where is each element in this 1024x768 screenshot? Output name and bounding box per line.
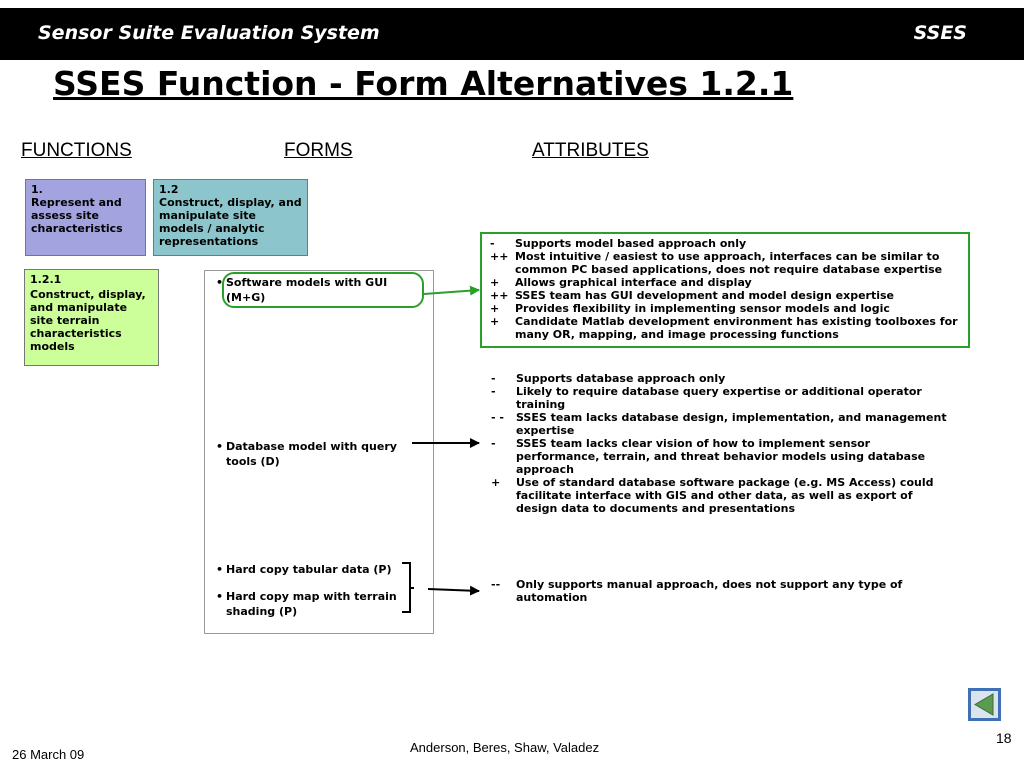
attribute-text: Most intuitive / easiest to use approach… [515,250,943,276]
gui-highlight-oval [222,272,424,308]
attribute-row: - Likely to require database query expert… [491,385,951,411]
slide-title: SSES Function - Form Alternatives 1.2.1 [53,64,794,103]
form-text: Hard copy map with terrain shading (P) [226,590,397,618]
attribute-symbol: - [490,237,495,250]
function-number: 1.2.1 [30,273,62,286]
attribute-row: + Use of standard database software packa… [491,476,951,515]
form-text: Hard copy tabular data (P) [226,563,392,576]
attribute-symbol: + [490,302,500,315]
back-triangle-icon [971,691,998,718]
bullet-icon: • [216,590,224,603]
attribute-text: Supports model based approach only [515,237,747,250]
attribute-text: Only supports manual approach, does not … [516,578,903,604]
function-text: Construct, display, and manipulate site … [159,196,302,248]
bullet-icon: • [216,440,224,453]
attribute-row: - Supports model based approach only [490,237,965,250]
header-bar: Sensor Suite Evaluation System SSES [0,8,1024,60]
gui-attributes-box [480,232,970,348]
header-acronym: SSES [913,22,967,44]
attribute-symbol: ++ [490,250,509,263]
function-number: 1. [31,183,43,196]
function-box-1-2: 1.2 Construct, display, and manipulate s… [153,179,308,256]
function-text: Represent and assess site characteristic… [31,196,123,235]
gui-attributes: -Supports model based approach only ++Mo… [490,237,965,341]
attribute-symbol: + [490,276,500,289]
attribute-text: Provides flexibility in implementing sen… [515,302,890,315]
attribute-text: Candidate Matlab development environment… [515,315,958,341]
hardcopy-attributes: -- Only supports manual approach, does no… [491,578,951,604]
attribute-row: + Allows graphical interface and display [490,276,965,289]
form-item-map: • Hard copy map with terrain shading (P) [212,589,402,619]
form-item-gui: • Software models with GUI (M+G) [212,275,402,305]
attribute-symbol: + [491,476,501,489]
attribute-text: Use of standard database software packag… [516,476,934,515]
attribute-row: ++ SSES team has GUI development and mode… [490,289,965,302]
function-box-1-2-1: 1.2.1 Construct, display, and manipulate… [24,269,159,366]
attribute-symbol: - - [491,411,504,424]
attribute-text: SSES team has GUI development and model … [515,289,895,302]
attribute-row: + Candidate Matlab development environmen… [490,315,965,341]
attribute-row: - SSES team lacks clear vision of how to … [491,437,951,476]
function-number: 1.2 [159,183,179,196]
form-text: Software models with GUI (M+G) [226,276,388,304]
function-text: Construct, display, and manipulate site … [30,288,146,353]
footer-date: 26 March 09 [12,747,85,762]
attribute-row: -- Only supports manual approach, does no… [491,578,951,604]
attribute-symbol: - [491,372,496,385]
form-item-tabular: • Hard copy tabular data (P) [212,562,402,577]
bullet-icon: • [216,276,224,289]
attribute-symbol: -- [491,578,501,591]
hardcopy-arrow-icon [427,585,480,596]
attribute-text: Allows graphical interface and display [515,276,752,289]
attribute-row: - - SSES team lacks database design, impl… [491,411,951,437]
bullet-icon: • [216,563,224,576]
database-attributes: - Supports database approach only - Likely… [491,372,951,515]
forms-heading: FORMS [284,140,353,161]
attribute-text: Supports database approach only [516,372,726,385]
header-app-title: Sensor Suite Evaluation System [38,22,380,44]
attribute-text: SSES team lacks database design, impleme… [516,411,947,437]
attribute-row: ++ Most intuitive / easiest to use approa… [490,250,965,276]
gui-arrow-icon [423,285,480,296]
attribute-row: + Provides flexibility in implementing se… [490,302,965,315]
attribute-row: - Supports database approach only [491,372,951,385]
attribute-text: SSES team lacks clear vision of how to i… [516,437,926,476]
hardcopy-bracket-icon [402,562,414,613]
forms-box [204,270,434,634]
attributes-heading: ATTRIBUTES [532,140,649,161]
page-number: 18 [996,730,1012,746]
functions-heading: FUNCTIONS [21,140,132,161]
attribute-symbol: - [491,385,496,398]
back-nav-button[interactable] [968,688,1001,721]
footer-authors: Anderson, Beres, Shaw, Valadez [410,740,600,755]
function-box-1: 1. Represent and assess site characteris… [25,179,146,256]
attribute-text: Likely to require database query experti… [516,385,922,411]
form-text: Database model with query tools (D) [226,440,397,468]
attribute-symbol: - [491,437,496,450]
form-item-database: • Database model with query tools (D) [212,439,402,469]
attribute-symbol: ++ [490,289,509,302]
attribute-symbol: + [490,315,500,328]
